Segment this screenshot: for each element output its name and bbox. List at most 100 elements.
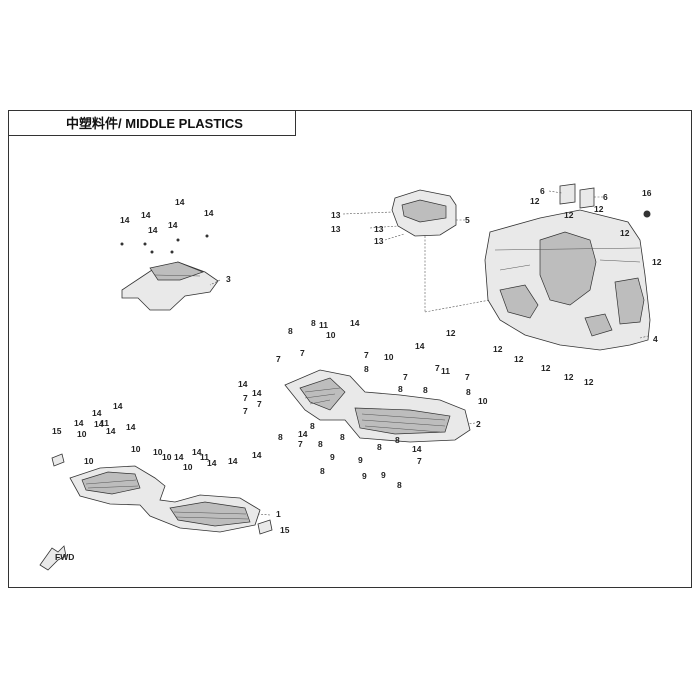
callout-14: 14: [415, 341, 425, 351]
callout-7: 7: [298, 439, 303, 449]
callout-14: 14: [175, 197, 185, 207]
callout-8: 8: [364, 364, 369, 374]
callout-13: 13: [374, 236, 384, 246]
callout-14: 14: [74, 418, 84, 428]
callout-10: 10: [84, 456, 94, 466]
callout-14: 14: [350, 318, 360, 328]
grommet-16: [643, 210, 651, 218]
callout-15: 15: [52, 426, 62, 436]
callout-12: 12: [652, 257, 662, 267]
callout-10: 10: [478, 396, 488, 406]
callout-8: 8: [423, 385, 428, 395]
part-15-labels: [51, 453, 273, 535]
callout-12: 12: [530, 196, 540, 206]
part-4-rear-panel: [484, 183, 651, 351]
callout-6: 6: [603, 192, 608, 202]
callout-11: 11: [200, 452, 209, 462]
callout-7: 7: [364, 350, 369, 360]
callout-13: 13: [331, 224, 341, 234]
leader-lines: [209, 190, 649, 516]
callout-7: 7: [276, 354, 281, 364]
callout-16: 16: [642, 188, 652, 198]
callout-14: 14: [148, 225, 158, 235]
part-2-center-floor: [284, 369, 471, 443]
callout-9: 9: [381, 470, 386, 480]
callout-14: 14: [192, 447, 202, 457]
callout-12: 12: [541, 363, 551, 373]
part-1-front-floor: [69, 465, 261, 533]
callout-7: 7: [257, 399, 262, 409]
callout-10: 10: [384, 352, 394, 362]
callout-3: 3: [226, 274, 231, 284]
callout-14: 14: [113, 401, 123, 411]
callout-2: 2: [476, 419, 481, 429]
callout-1: 1: [276, 509, 281, 519]
callout-7: 7: [300, 348, 305, 358]
callout-8: 8: [340, 432, 345, 442]
callout-8: 8: [397, 480, 402, 490]
callout-12: 12: [584, 377, 594, 387]
callout-10: 10: [162, 452, 172, 462]
callout-10: 10: [131, 444, 141, 454]
fwd-arrow-icon: FWD: [39, 545, 74, 571]
callout-9: 9: [358, 455, 363, 465]
callout-10: 10: [183, 462, 193, 472]
callout-14: 14: [298, 429, 308, 439]
callout-14: 14: [94, 419, 104, 429]
callout-11: 11: [441, 366, 450, 376]
callout-8: 8: [395, 435, 400, 445]
callout-7: 7: [403, 372, 408, 382]
callout-14: 14: [204, 208, 214, 218]
callout-11: 11: [319, 320, 328, 330]
diagram-frame: [8, 110, 692, 588]
callout-4: 4: [653, 334, 658, 344]
callout-14: 14: [252, 388, 262, 398]
callout-8: 8: [398, 384, 403, 394]
callout-14: 14: [174, 452, 184, 462]
callout-8: 8: [311, 318, 316, 328]
part-5-bracket: [391, 189, 457, 237]
callout-7: 7: [243, 406, 248, 416]
callout-12: 12: [514, 354, 524, 364]
callout-12: 12: [493, 344, 503, 354]
callout-14: 14: [92, 408, 102, 418]
callout-12: 12: [620, 228, 630, 238]
diagram-title: 中塑料件/ MIDDLE PLASTICS: [66, 116, 243, 131]
callout-9: 9: [362, 471, 367, 481]
callout-13: 13: [374, 224, 384, 234]
callout-14: 14: [141, 210, 151, 220]
callout-14: 14: [412, 444, 422, 454]
callout-10: 10: [326, 330, 336, 340]
callouts: 14 14 14 14 14 14 3 13 13 13 13 5 6 6 16…: [52, 186, 662, 535]
callout-8: 8: [318, 439, 323, 449]
callout-8: 8: [466, 387, 471, 397]
callout-7: 7: [417, 456, 422, 466]
callout-13: 13: [331, 210, 341, 220]
callout-10: 10: [77, 429, 87, 439]
callout-14: 14: [228, 456, 238, 466]
fwd-label: FWD: [55, 552, 74, 562]
part-3-cover: [120, 234, 219, 311]
callout-8: 8: [278, 432, 283, 442]
callout-11: 11: [100, 418, 109, 428]
callout-8: 8: [288, 326, 293, 336]
callout-14: 14: [252, 450, 262, 460]
callout-14: 14: [120, 215, 130, 225]
callout-8: 8: [320, 466, 325, 476]
callout-14: 14: [106, 426, 116, 436]
callout-14: 14: [238, 379, 248, 389]
callout-7: 7: [465, 372, 470, 382]
callout-14: 14: [126, 422, 136, 432]
callout-12: 12: [446, 328, 456, 338]
callout-14: 14: [168, 220, 178, 230]
callout-10: 10: [153, 447, 163, 457]
callout-14: 14: [207, 458, 217, 468]
callout-12: 12: [594, 204, 604, 214]
callout-15: 15: [280, 525, 290, 535]
callout-5: 5: [465, 215, 470, 225]
callout-7: 7: [435, 363, 440, 373]
callout-12: 12: [564, 372, 574, 382]
callout-8: 8: [377, 442, 382, 452]
diagram-title-box: 中塑料件/ MIDDLE PLASTICS: [8, 110, 296, 136]
